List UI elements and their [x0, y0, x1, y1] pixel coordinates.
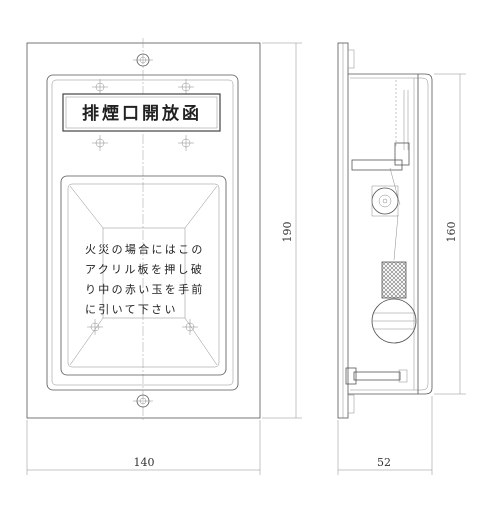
front-inner-frame: [46, 74, 239, 391]
instruction-line-4: に引いて下さい: [85, 302, 178, 316]
side-view: [337, 42, 433, 419]
red-ball-icon: [371, 298, 417, 344]
top-screw-icon: [133, 53, 153, 67]
front-inner-frame-edge: [51, 79, 234, 386]
upper-left-screw-icon: [92, 79, 108, 95]
instruction-line-2: アクリル板を押し破: [85, 262, 204, 276]
knurled-handle-icon: [381, 261, 407, 299]
upper-right-screw-icon: [178, 79, 194, 95]
mid-right-screw-icon: [178, 135, 194, 151]
front-view: 排煙口開放函 火災の場合にはこの アクリル板を押し破 り中の赤い玉を手前 に引い…: [26, 38, 261, 420]
bottom-bolt-icon: [345, 367, 408, 385]
side-box-body: [348, 73, 433, 395]
inner-height-dimension: 160: [434, 73, 466, 395]
acrylic-window-inner: [67, 183, 220, 368]
pulley-icon: [371, 185, 399, 217]
height-dimension: 190: [262, 42, 302, 419]
height-dimension-label: 190: [281, 222, 294, 243]
lower-right-screw-icon: [182, 319, 198, 335]
mid-left-screw-icon: [92, 135, 108, 151]
lower-left-screw-icon: [87, 319, 103, 335]
instruction-text: 火災の場合にはこの アクリル板を押し破 り中の赤い玉を手前 に引いて下さい: [85, 242, 205, 316]
instruction-line-1: 火災の場合にはこの: [85, 242, 205, 256]
box-title: 排煙口開放函: [82, 103, 202, 124]
depth-dimension: 52: [337, 396, 433, 475]
acrylic-window-outer: [60, 175, 227, 376]
bottom-screw-icon: [133, 394, 153, 408]
width-dimension: 140: [26, 420, 261, 475]
width-dimension-label: 140: [134, 456, 155, 469]
inner-height-dimension-label: 160: [445, 222, 458, 243]
front-outer-frame: [26, 42, 261, 419]
instruction-line-3: り中の赤い玉を手前: [85, 282, 205, 296]
side-upper-bracket: [351, 159, 403, 171]
depth-dimension-label: 52: [377, 456, 391, 469]
title-plate: [62, 93, 221, 132]
